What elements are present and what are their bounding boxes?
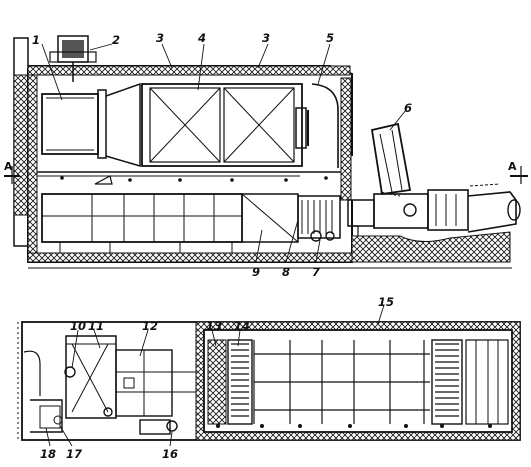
label-17: 17 [66, 447, 82, 461]
drying-chamber [203, 329, 513, 433]
chain-drive [297, 195, 341, 242]
label-13: 13 [206, 319, 222, 333]
section-mark-right: A [508, 160, 528, 184]
fan-housing [41, 89, 107, 159]
svg-text:A: A [4, 160, 13, 173]
heater-coil-right [431, 339, 509, 425]
label-14: 14 [234, 319, 250, 333]
svg-text:A: A [508, 160, 517, 173]
heater-coil-left [227, 339, 253, 425]
label-7: 7 [312, 265, 320, 279]
label-15: 15 [378, 295, 394, 309]
leader-lines-lower [45, 304, 385, 447]
lower-view: 10 11 12 13 14 15 16 17 18 [17, 295, 521, 461]
label-6: 6 [404, 101, 412, 115]
external-drive [347, 122, 521, 263]
lower-bolts [216, 424, 492, 428]
air-heater [141, 83, 309, 167]
label-16: 16 [162, 447, 178, 461]
leader-lines-upper [41, 43, 407, 263]
drive-mechanism [64, 335, 196, 435]
label-10: 10 [70, 319, 86, 333]
chamber-tray-grid [253, 340, 430, 424]
upper-view: A A 1 2 3 4 3 5 6 7 8 9 [4, 31, 528, 279]
label-2: 2 [112, 33, 120, 47]
label-8: 8 [282, 265, 290, 279]
label-11: 11 [88, 319, 104, 333]
label-1: 1 [32, 33, 40, 47]
tray-rack [41, 193, 243, 253]
label-3b: 3 [262, 31, 270, 45]
housing-outer-wall [27, 65, 353, 263]
label-12: 12 [142, 319, 158, 333]
bolt-marks [60, 176, 328, 182]
label-5: 5 [326, 31, 334, 45]
label-4: 4 [197, 31, 206, 45]
label-18: 18 [40, 447, 56, 461]
fan-motor [49, 35, 97, 82]
label-3a: 3 [156, 31, 164, 45]
label-9: 9 [252, 265, 260, 279]
section-mark-left: A [4, 160, 20, 184]
left-motor [23, 350, 63, 433]
chain-band [207, 339, 227, 425]
